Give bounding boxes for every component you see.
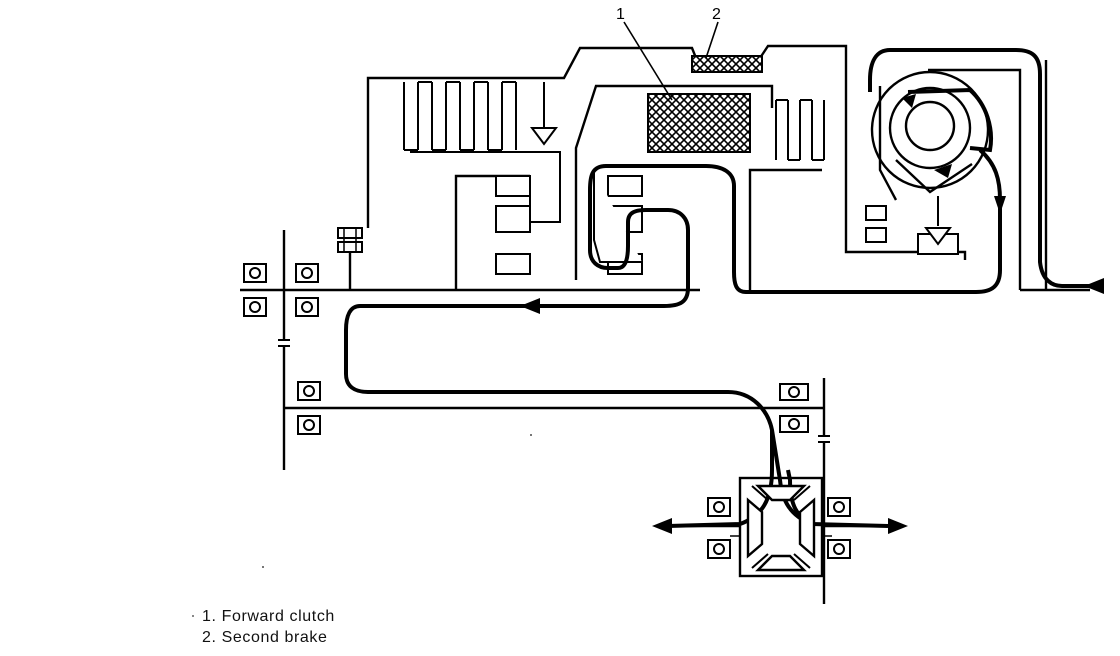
direct-clutch-plates bbox=[403, 81, 561, 223]
bearing-icon bbox=[779, 415, 809, 433]
bearing-icons bbox=[243, 263, 851, 559]
bearing-icon bbox=[295, 297, 319, 317]
bearing-icon bbox=[295, 263, 319, 283]
bearing-icon bbox=[707, 497, 731, 517]
callout-leaders bbox=[623, 21, 719, 101]
callout-1: 1 bbox=[616, 6, 625, 23]
callout-2: 2 bbox=[712, 6, 721, 23]
bearing-icon bbox=[297, 415, 321, 435]
bearing-icon bbox=[297, 381, 321, 401]
axle-shafts bbox=[668, 524, 892, 537]
planetary-gearset-1 bbox=[495, 175, 531, 275]
bearing-icon bbox=[243, 297, 267, 317]
bearing-icon bbox=[243, 263, 267, 283]
countershaft bbox=[278, 230, 830, 604]
legend-number: 1. bbox=[202, 608, 217, 625]
flow-arrowheads bbox=[520, 94, 1104, 534]
bearing-icon bbox=[827, 497, 851, 517]
torque-converter bbox=[870, 70, 990, 201]
legend-item-forward-clutch: 1. Forward clutch bbox=[202, 606, 335, 627]
legend: 1. Forward clutch 2. Second brake bbox=[192, 606, 335, 648]
bearing-icon bbox=[827, 539, 851, 559]
forward-clutch bbox=[647, 93, 751, 153]
legend-number: 2. bbox=[202, 629, 217, 646]
print-specks bbox=[262, 434, 532, 568]
legend-label: Second brake bbox=[221, 629, 328, 646]
differential bbox=[738, 476, 824, 578]
power-flow-path bbox=[344, 48, 1100, 528]
planetary-gearset-2 bbox=[593, 170, 643, 275]
legend-dot bbox=[192, 615, 194, 617]
apply-arrow-icon bbox=[530, 82, 558, 146]
coast-clutch-plates bbox=[775, 99, 825, 161]
legend-item-second-brake: 2. Second brake bbox=[202, 627, 335, 648]
pump-arrow-icon bbox=[924, 196, 952, 246]
legend-label: Forward clutch bbox=[221, 608, 335, 625]
bearing-icon bbox=[707, 539, 731, 559]
one-way-clutch bbox=[337, 227, 363, 253]
bearing-icon bbox=[779, 383, 809, 401]
input-shaft bbox=[240, 250, 700, 292]
second-brake bbox=[691, 55, 763, 73]
